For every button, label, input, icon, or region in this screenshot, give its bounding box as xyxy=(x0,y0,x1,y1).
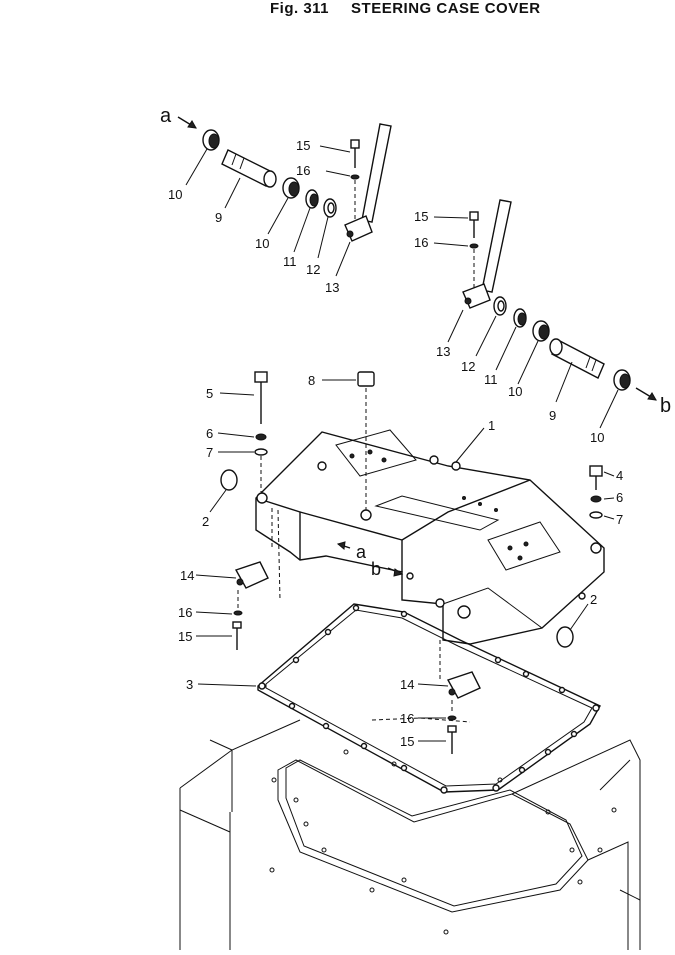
callout-15: 15 xyxy=(414,209,428,224)
callout-6: 6 xyxy=(616,490,623,505)
callout-10: 10 xyxy=(255,236,269,251)
callout-16: 16 xyxy=(414,235,428,250)
right-shaft-assembly xyxy=(462,199,657,401)
callout-14: 14 xyxy=(180,568,194,583)
callout-13: 13 xyxy=(436,344,450,359)
callout-16: 16 xyxy=(400,711,414,726)
callout-b-body: b xyxy=(371,559,381,579)
callout-a-top: a xyxy=(160,105,172,127)
figure-title: Fig. 311 STEERING CASE COVER xyxy=(270,0,570,22)
figure-number: Fig. 311 xyxy=(270,0,330,17)
callout-13: 13 xyxy=(325,280,339,295)
callout-3: 3 xyxy=(186,677,193,692)
gasket xyxy=(257,603,601,794)
callout-5: 5 xyxy=(206,386,213,401)
callout-labels: a b a b 10 9 10 11 12 13 15 16 15 16 13 … xyxy=(160,105,671,749)
callout-10: 10 xyxy=(508,384,522,399)
callout-14: 14 xyxy=(400,677,414,692)
callout-15: 15 xyxy=(296,138,310,153)
callout-11: 11 xyxy=(283,254,297,269)
leader-lines xyxy=(185,145,619,742)
callout-7: 7 xyxy=(616,512,623,527)
callout-2: 2 xyxy=(202,514,209,529)
callout-12: 12 xyxy=(306,262,320,277)
steering-case xyxy=(179,719,641,950)
callout-7: 7 xyxy=(206,445,213,460)
callout-6: 6 xyxy=(206,426,213,441)
callout-9: 9 xyxy=(215,210,222,225)
callout-8: 8 xyxy=(308,373,315,388)
callout-1: 1 xyxy=(488,418,495,433)
callout-15: 15 xyxy=(400,734,414,749)
callout-a-body: a xyxy=(356,542,367,562)
case-cover xyxy=(220,371,605,754)
callout-10: 10 xyxy=(590,430,604,445)
callout-11: 11 xyxy=(484,372,498,387)
figure-name: STEERING CASE COVER xyxy=(351,0,541,17)
callout-12: 12 xyxy=(461,359,475,374)
callout-16: 16 xyxy=(296,163,310,178)
callout-4: 4 xyxy=(616,468,623,483)
callout-16: 16 xyxy=(178,605,192,620)
callout-b-right: b xyxy=(660,395,671,417)
callout-15: 15 xyxy=(178,629,192,644)
callout-10: 10 xyxy=(168,187,182,202)
callout-2: 2 xyxy=(590,592,597,607)
callout-9: 9 xyxy=(549,408,556,423)
left-shaft-assembly xyxy=(177,116,392,242)
